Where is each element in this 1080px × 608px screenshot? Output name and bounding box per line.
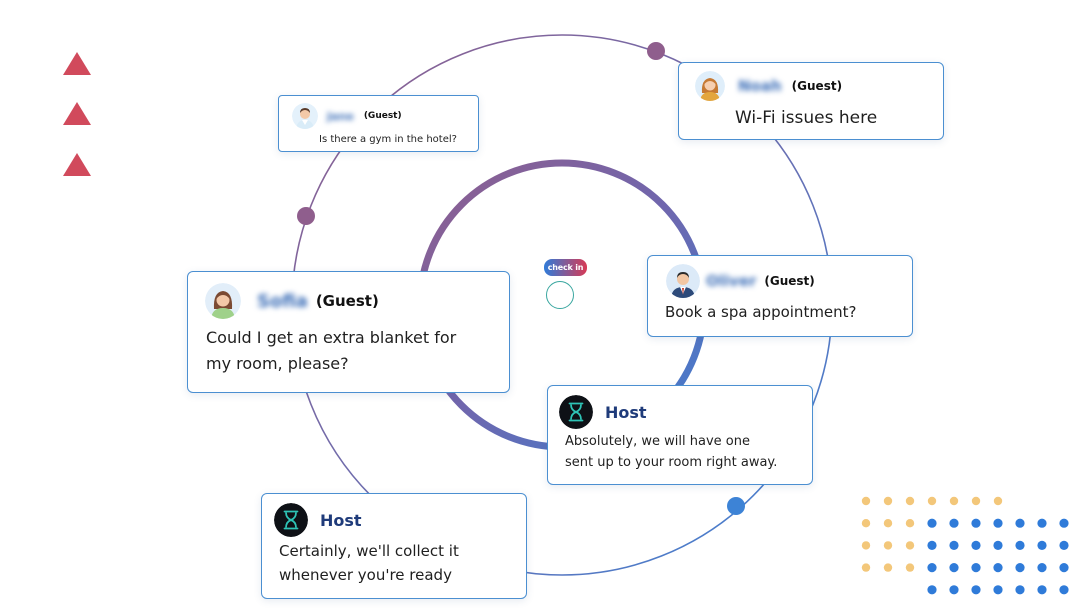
guest-message-text: Wi-Fi issues here bbox=[735, 108, 878, 128]
guest-name: Oliver bbox=[706, 272, 757, 290]
blue-dot bbox=[971, 540, 981, 551]
yellow-dot bbox=[883, 519, 893, 528]
yellow-dot bbox=[861, 496, 871, 506]
hourglass-icon bbox=[559, 395, 593, 429]
blue-dot bbox=[927, 585, 937, 595]
orbit-dot-bottom bbox=[727, 497, 745, 515]
blue-dot bbox=[971, 518, 981, 528]
blue-dot bbox=[993, 585, 1003, 595]
blue-dot bbox=[1059, 540, 1069, 551]
triangle-icon bbox=[63, 102, 91, 125]
guest-message-card-jane[interactable]: Jane (Guest) Is there a gym in the hotel… bbox=[278, 95, 479, 152]
blue-dot bbox=[993, 518, 1003, 528]
yellow-dot bbox=[971, 496, 981, 506]
yellow-dot bbox=[905, 519, 915, 528]
guest-message-card-sofia[interactable]: Sofia (Guest) Could I get an extra blank… bbox=[187, 271, 510, 393]
guest-role-label: (Guest) bbox=[791, 79, 843, 93]
guest-name: Jane bbox=[327, 109, 354, 123]
yellow-dot bbox=[883, 541, 893, 550]
yellow-dot bbox=[993, 496, 1003, 506]
blue-dot bbox=[993, 540, 1003, 551]
blue-dot bbox=[1037, 563, 1047, 573]
blue-dot bbox=[949, 518, 959, 528]
guest-name: Sofia bbox=[257, 290, 308, 312]
guest-message-card-oliver[interactable]: Oliver (Guest) Book a spa appointment? bbox=[647, 255, 913, 337]
guest-role-label: (Guest) bbox=[764, 274, 815, 288]
yellow-dot bbox=[883, 496, 893, 506]
blue-dot bbox=[971, 585, 981, 595]
yellow-dot bbox=[861, 563, 871, 572]
female-guest-avatar-icon bbox=[205, 283, 241, 319]
yellow-dot bbox=[861, 541, 871, 550]
logo-ring-icon bbox=[546, 281, 574, 309]
orbit-dot-top bbox=[647, 42, 665, 60]
host-message-text-line2: sent up to your room right away. bbox=[565, 455, 778, 470]
blue-dot bbox=[949, 563, 959, 573]
host-message-text-line1: Absolutely, we will have one bbox=[565, 434, 750, 449]
blue-dot bbox=[1037, 540, 1047, 551]
orbit-dot-left bbox=[297, 207, 315, 225]
yellow-dot bbox=[927, 496, 937, 506]
blue-dot bbox=[949, 585, 959, 595]
yellow-dot bbox=[861, 519, 871, 528]
yellow-dot bbox=[883, 563, 893, 572]
host-name: Host bbox=[320, 510, 362, 530]
guest-message-text-line1: Could I get an extra blanket for bbox=[206, 328, 457, 347]
blue-dot bbox=[927, 540, 937, 551]
host-reply-card[interactable]: Host Certainly, we'll collect it wheneve… bbox=[261, 493, 527, 599]
guest-name: Noah bbox=[738, 77, 782, 95]
brand-logo: check in bbox=[544, 259, 587, 276]
dot-pattern bbox=[861, 496, 1069, 595]
guest-role-label: (Guest) bbox=[315, 292, 379, 310]
yellow-dot bbox=[905, 563, 915, 572]
blue-dot bbox=[1059, 585, 1069, 595]
guest-message-text-line2: my room, please? bbox=[206, 354, 349, 373]
yellow-dot bbox=[905, 496, 915, 506]
hourglass-icon bbox=[274, 503, 308, 537]
businessman-avatar-icon bbox=[666, 264, 700, 298]
blue-dot bbox=[1015, 563, 1025, 573]
guest-message-text: Is there a gym in the hotel? bbox=[319, 134, 457, 145]
blue-dot bbox=[927, 518, 937, 528]
blue-dot bbox=[927, 563, 937, 573]
blue-dot bbox=[1015, 585, 1025, 595]
host-message-text-line2: whenever you're ready bbox=[279, 566, 452, 584]
host-message-text-line1: Certainly, we'll collect it bbox=[279, 542, 459, 560]
guest-role-label: (Guest) bbox=[363, 111, 402, 121]
blue-dot bbox=[1037, 518, 1047, 528]
blue-dot bbox=[971, 563, 981, 573]
blue-dot bbox=[1059, 518, 1069, 528]
blue-dot bbox=[1059, 563, 1069, 573]
blue-dot bbox=[993, 563, 1003, 573]
guest-message-card-noah[interactable]: Noah (Guest) Wi-Fi issues here bbox=[678, 62, 944, 140]
triangle-icon bbox=[63, 52, 91, 75]
yellow-dot bbox=[949, 496, 959, 506]
blue-dot bbox=[1015, 540, 1025, 551]
blue-dot bbox=[949, 540, 959, 551]
guest-message-text: Book a spa appointment? bbox=[665, 303, 857, 321]
male-doctor-avatar-icon bbox=[292, 103, 318, 129]
yellow-dot bbox=[905, 541, 915, 550]
triangle-icon bbox=[63, 153, 91, 176]
blue-dot bbox=[1037, 585, 1047, 595]
female-guest-avatar-icon bbox=[695, 71, 725, 101]
blue-dot bbox=[1015, 518, 1025, 528]
host-reply-card[interactable]: Host Absolutely, we will have one sent u… bbox=[547, 385, 813, 485]
host-name: Host bbox=[605, 402, 647, 422]
